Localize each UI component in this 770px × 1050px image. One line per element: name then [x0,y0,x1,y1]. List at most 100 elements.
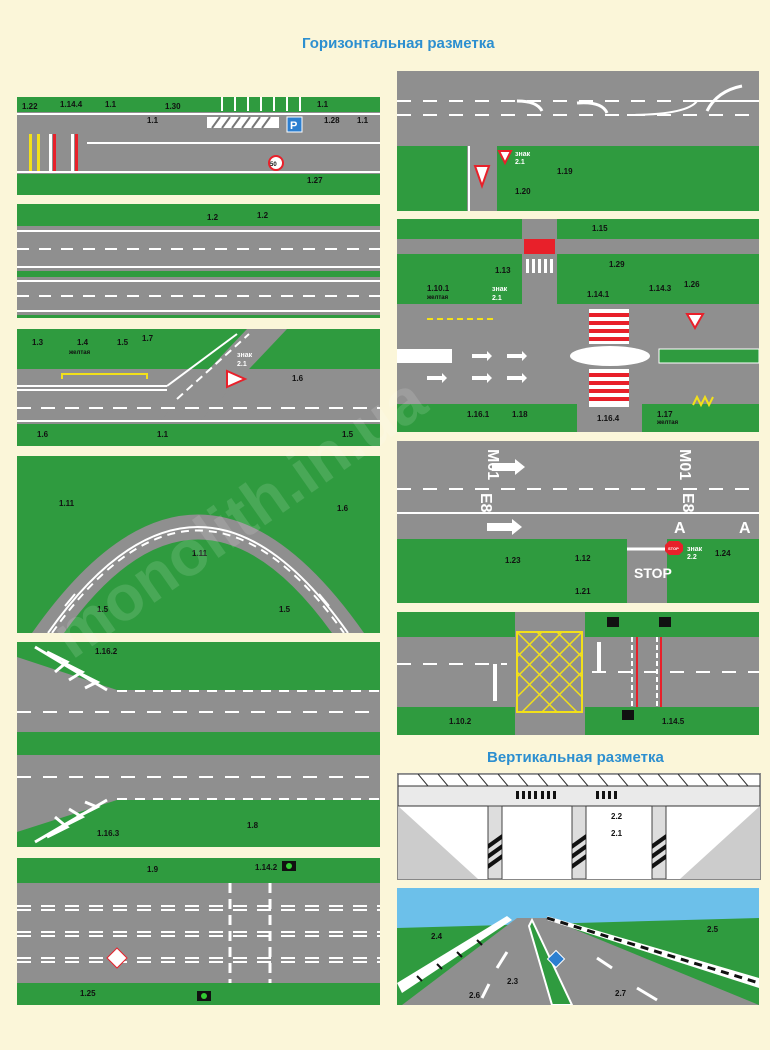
label-1-29: 1.29 [609,260,625,269]
marking-1-1-hatch-box [207,117,279,128]
label-1-5: 1.5 [97,605,109,614]
marking-2-6 [416,939,483,982]
label-1-17: 1.17 [657,410,673,419]
ramp-edge [166,333,238,387]
marking-1-5 [318,593,330,607]
label-1-1: 1.1 [105,100,117,109]
text-m01b: M01 [676,449,693,480]
label-yellow: желтая [426,295,449,301]
road [402,918,759,1005]
label-2-7: 2.7 [615,989,627,998]
label-1-6b: 1.6 [37,430,49,439]
bridge-deck [398,785,760,807]
label-1-27: 1.27 [307,176,323,185]
label-1-15: 1.15 [592,224,608,233]
left-embankment [398,806,478,879]
arrow [492,459,525,475]
label-sign-21: 2.1 [492,295,502,302]
panel-marking-1-3-1-7: 1.3 1.4 желтая 1.5 1.7 знак 2.1 1.6 1.6 … [17,329,380,446]
panel-marking-1-23: M01 E8 M01 E8 A A STOP STOP 1.12 знак 2.… [397,441,759,603]
marking-1-16-2 [34,645,108,692]
label-1-21: 1.21 [575,587,591,596]
label-1-14-3: 1.14.3 [649,284,672,293]
arrow [487,519,522,535]
panel-marking-1-2: 1.2 1.2 [17,204,380,318]
panel-marking-1-9: 1.9 1.14.2 1.25 [17,858,380,1005]
arrow [705,84,743,112]
barrier-left [397,916,512,993]
marking-1-9 [17,905,380,963]
panel-vertical-road: 2.4 2.5 2.3 2.6 2.7 [397,888,759,1005]
traffic-light-icon [282,861,296,871]
marking-1-14-4 [49,134,78,171]
railing-posts [417,774,749,787]
panel-r2-drawing: 1.15 1.29 1.13 знак 2.1 1.10.1 желтая 1.… [397,219,759,432]
label-1-6: 1.6 [292,374,304,383]
marking-1-14-3 [589,309,629,344]
panel-marking-1-19: знак 2.1 1.19 1.20 [397,71,759,211]
label-2-6: 2.6 [469,991,481,1000]
label-1-16-4: 1.16.4 [597,414,620,423]
median [658,348,759,364]
marking-1-5 [64,593,76,607]
panel-marking-1-15: 1.15 1.29 1.13 знак 2.1 1.10.1 желтая 1.… [397,219,759,432]
yield-sign [226,369,248,389]
marking-2-5 [546,916,759,985]
label-sign-21: 2.1 [237,361,247,368]
text-e8b: E8 [679,493,696,513]
speed-value: 50 [270,162,277,168]
label-1-1d: 1.1 [357,116,369,125]
label-1-10-1: 1.10.1 [427,284,450,293]
title-vertical: Вертикальная разметка [487,749,664,766]
traffic-light-icon [607,617,671,720]
crosswalk [589,369,629,407]
label-1-1b: 1.1 [147,116,159,125]
stop-sign [665,541,683,555]
stop-line [597,642,601,672]
stop-sign-text: STOP [668,546,679,551]
label-1-14-5: 1.14.5 [662,717,685,726]
panel-l1-drawing: P 50 1.22 1.14.4 1.1 1.30 1.1 1.1 1.28 1… [17,97,380,185]
marking-1-16-1 [397,349,452,363]
panel-marking-1-11: 1.11 1.6 1.11 1.5 1.5 [17,456,380,633]
lane-dashes [480,951,658,1002]
marking-1-16-4 [570,346,650,366]
label-yellow: желтая [68,350,91,356]
label-1-19: 1.19 [557,167,573,176]
speed-sign [268,155,284,171]
label-1-5b: 1.5 [342,430,354,439]
panel-l2-drawing: 1.2 1.2 [17,211,380,315]
cross-road [515,612,585,735]
marking-1-17 [692,394,714,408]
label-2-5: 2.5 [707,925,719,934]
label-1-28: 1.28 [324,116,340,125]
label-1-11: 1.11 [59,499,75,508]
panel-l6-drawing: 1.9 1.14.2 1.25 [17,861,380,1001]
panel-vertical-bridge: 2.2 2.1 [397,773,761,880]
marking-1-19-arrow [576,101,609,114]
marking-1-11-dash [51,529,345,633]
label-1-2b: 1.2 [257,211,269,220]
label-1-1: 1.1 [157,430,169,439]
marking-1-15 [524,239,555,254]
label-sign: знак [492,286,508,293]
merge-line [626,100,759,116]
text-e8: E8 [477,493,494,513]
direction-sign [546,949,566,969]
label-1-9: 1.9 [147,865,159,874]
panel-marking-1-10-2: 1.10.2 1.14.5 [397,612,759,735]
label-1-7: 1.7 [142,334,154,343]
label-sign-21: 2.1 [515,159,525,166]
label-1-14-2: 1.14.2 [255,863,278,872]
label-1-12: 1.12 [575,554,591,563]
curved-road [32,514,364,633]
marking-1-18-arrows [427,351,527,383]
panel-r4-drawing: 1.10.2 1.14.5 [397,612,759,735]
label-sign: знак [515,151,531,158]
label-1-10-2: 1.10.2 [449,717,472,726]
marking-1-4-yellow [61,373,148,379]
panel-l4-drawing: 1.11 1.6 1.11 1.5 1.5 [32,499,364,633]
label-1-2: 1.2 [207,213,219,222]
marking-2-2-stripes [516,791,617,799]
parking-bays [221,97,301,111]
